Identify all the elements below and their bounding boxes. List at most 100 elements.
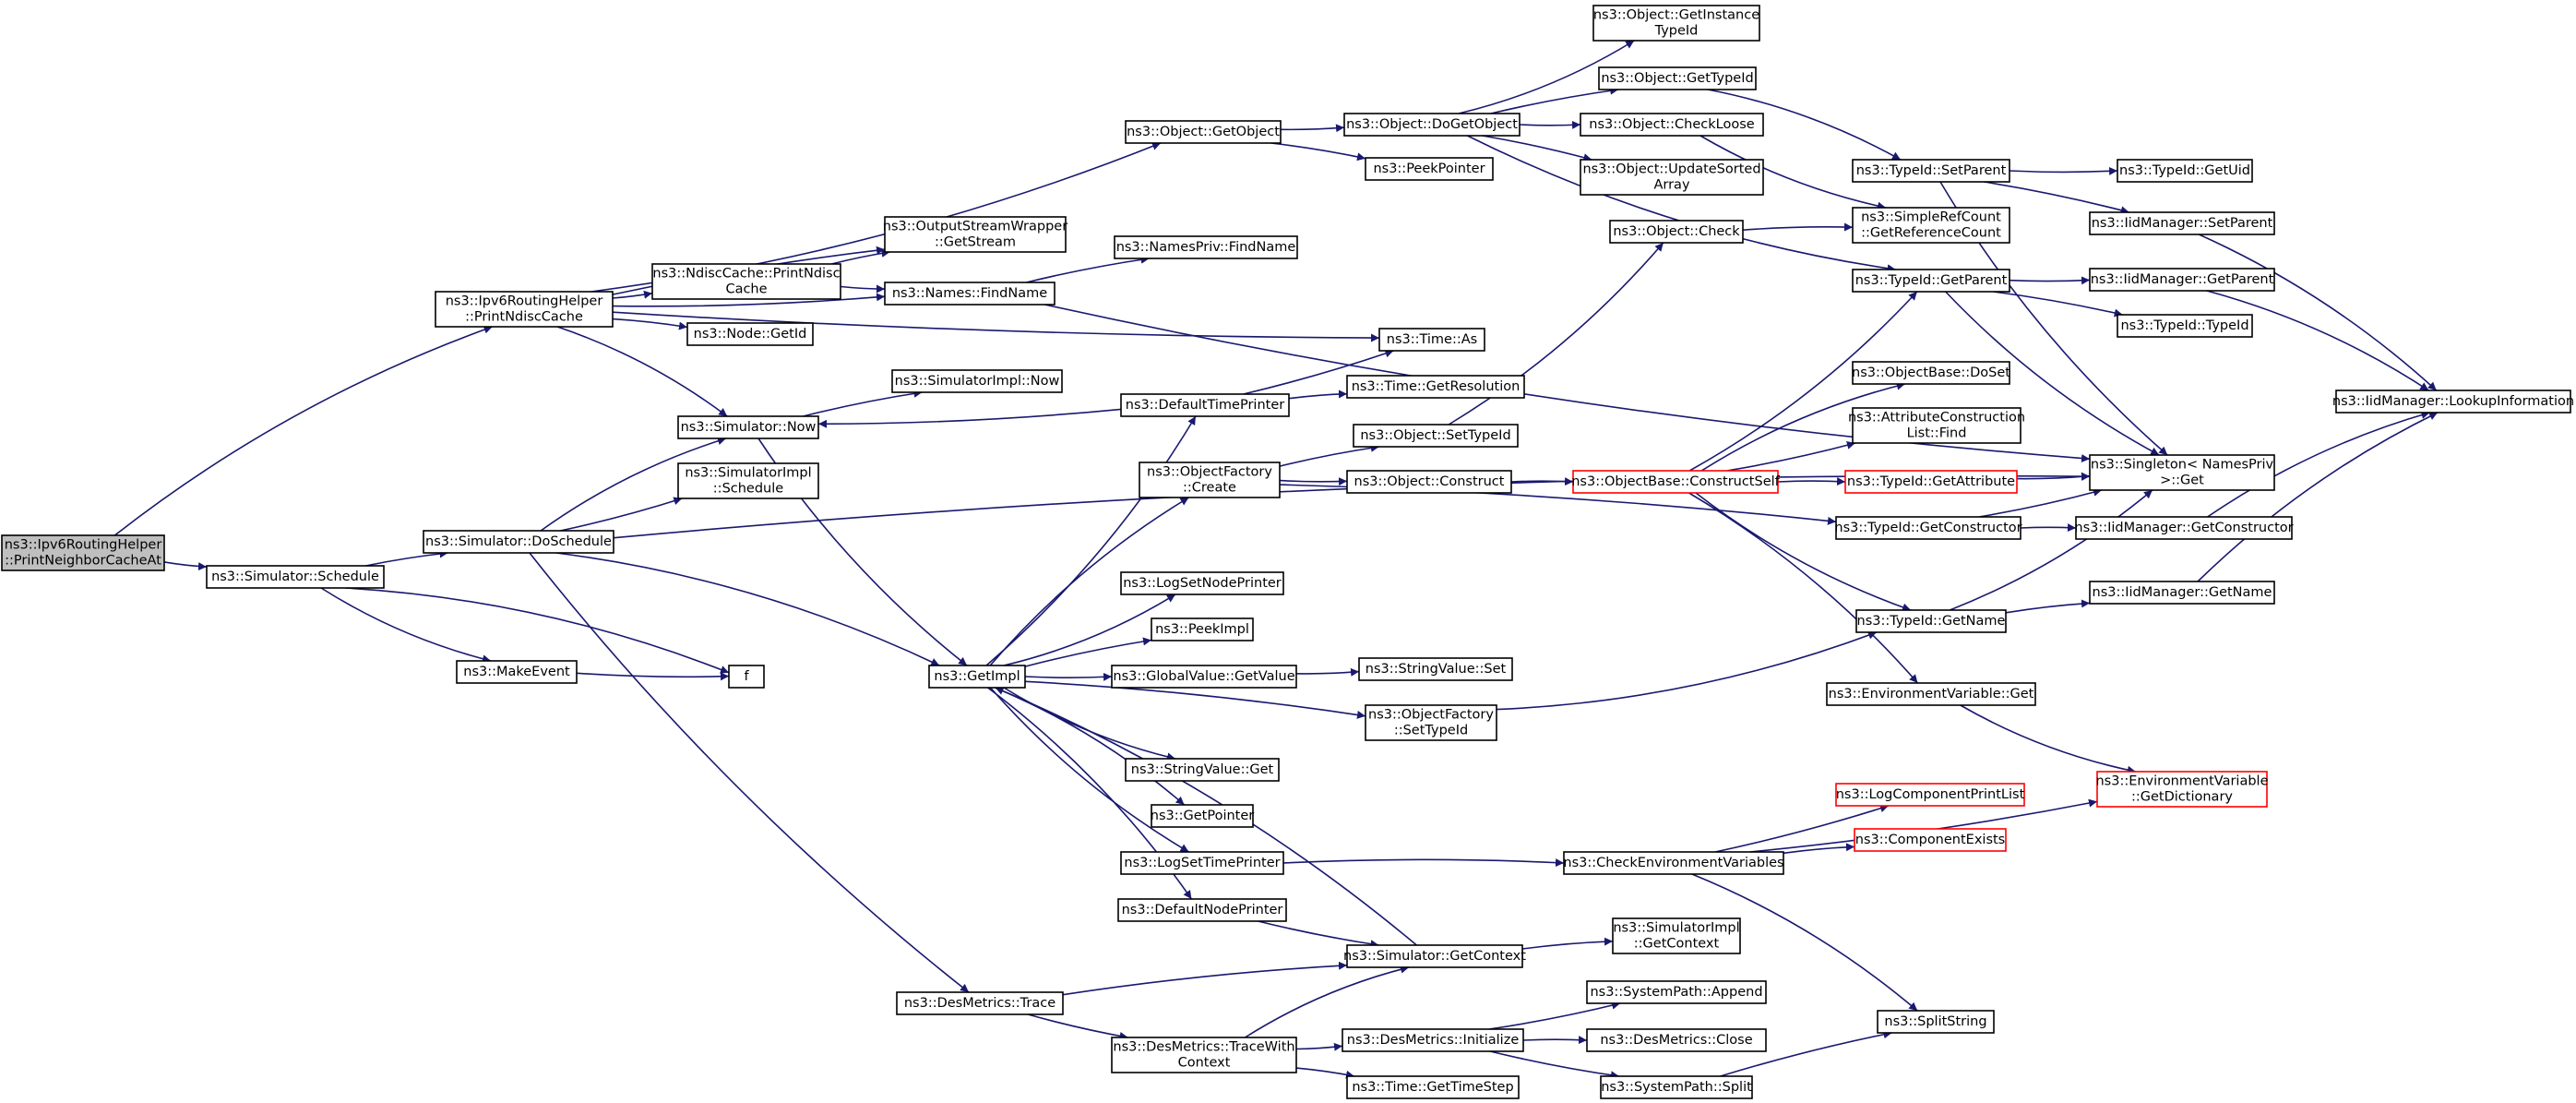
node-label: ::Create [1183, 481, 1236, 496]
node-label: ns3::TypeId::TypeId [2120, 318, 2248, 333]
node-label: ns3::DefaultNodePrinter [1122, 903, 1283, 917]
edge-getImpl-to-logSetTimePrinter [989, 687, 1189, 853]
node-simpleRefCount[interactable]: ns3::SimpleRefCount::GetReferenceCount [1852, 207, 2010, 244]
node-desMetricsClose[interactable]: ns3::DesMetrics::Close [1586, 1028, 1767, 1052]
node-box [891, 369, 1063, 393]
node-label: ns3::AttributeConstruction [1848, 411, 2025, 426]
node-peekPointer[interactable]: ns3::PeekPointer [1365, 157, 1494, 181]
node-envGetDictionary[interactable]: ns3::EnvironmentVariable::GetDictionary [2095, 771, 2269, 808]
node-getImpl[interactable]: ns3::GetImpl [928, 665, 1026, 689]
node-printNdisc[interactable]: ns3::Ipv6RoutingHelper::PrintNdiscCache [435, 291, 614, 328]
node-timeGetResolution[interactable]: ns3::Time::GetResolution [1346, 375, 1525, 399]
node-timeAs[interactable]: ns3::Time::As [1378, 328, 1485, 352]
edge-checkEnvVars-to-componentExists [1783, 843, 1855, 855]
edge-objGetObject-to-objDoGetObject [1280, 124, 1345, 133]
node-iidGetName[interactable]: ns3::IidManager::GetName [2089, 581, 2275, 605]
node-stringValueSet[interactable]: ns3::StringValue::Set [1358, 657, 1513, 681]
node-objCheckLoose[interactable]: ns3::Object::CheckLoose [1580, 113, 1764, 137]
edge-iidGetName-to-iidLookup [2197, 412, 2439, 582]
node-namesFindName[interactable]: ns3::Names::FindName [884, 282, 1055, 306]
node-objFactoryCreate[interactable]: ns3::ObjectFactory::Create [1139, 462, 1281, 498]
node-simImplNow[interactable]: ns3::SimulatorImpl::Now [891, 369, 1063, 393]
node-iidLookup[interactable]: ns3::IidManager::LookupInformation [2332, 390, 2574, 414]
node-objBaseDoSet[interactable]: ns3::ObjectBase::DoSet [1852, 361, 2010, 385]
node-root[interactable]: ns3::Ipv6RoutingHelper::PrintNeighborCac… [1, 534, 165, 571]
node-label: ns3::Object::SetTypeId [1360, 428, 1510, 443]
node-stringValueGet[interactable]: ns3::StringValue::Get [1125, 758, 1280, 782]
node-makeEvent[interactable]: ns3::MakeEvent [456, 660, 578, 684]
node-nodeGetId[interactable]: ns3::Node::GetId [686, 322, 814, 346]
node-typeIdTypeId[interactable]: ns3::TypeId::TypeId [2117, 314, 2253, 338]
node-outputGetStream[interactable]: ns3::OutputStreamWrapper::GetStream [883, 216, 1067, 253]
node-f[interactable]: f [728, 665, 765, 689]
node-iidSetParent[interactable]: ns3::IidManager::SetParent [2089, 211, 2275, 235]
node-schedule[interactable]: ns3::Simulator::Schedule [206, 565, 385, 589]
node-typeIdGetConstructor[interactable]: ns3::TypeId::GetConstructor [1834, 516, 2022, 540]
node-typeIdGetName[interactable]: ns3::TypeId::GetName [1855, 609, 2007, 633]
node-peekImpl[interactable]: ns3::PeekImpl [1151, 617, 1254, 641]
node-logSetTimePrinter[interactable]: ns3::LogSetTimePrinter [1120, 851, 1284, 875]
node-typeIdGetUid[interactable]: ns3::TypeId::GetUid [2117, 159, 2253, 183]
edge-objDoGetObject-to-objUpdateSorted [1482, 135, 1592, 162]
node-ndiscPrint[interactable]: ns3::NdiscCache::PrintNdiscCache [651, 263, 841, 300]
edge-getImpl-to-logSetNodePrinter [1003, 593, 1176, 666]
node-defaultNodePrinter[interactable]: ns3::DefaultNodePrinter [1117, 898, 1287, 922]
node-objGetTypeId[interactable]: ns3::Object::GetTypeId [1598, 66, 1757, 90]
node-typeIdSetParent[interactable]: ns3::TypeId::SetParent [1852, 159, 2010, 183]
node-objSetTypeId[interactable]: ns3::Object::SetTypeId [1353, 424, 1519, 448]
node-objCheck[interactable]: ns3::Object::Check [1609, 220, 1744, 244]
edge-ndiscPrint-to-namesFindName [840, 284, 886, 294]
node-splitString[interactable]: ns3::SplitString [1877, 1010, 1995, 1034]
edge-desMetricsTraceWith-to-simGetContext [1244, 965, 1410, 1038]
node-simNow[interactable]: ns3::Simulator::Now [677, 415, 819, 439]
node-objFactorySetTypeId[interactable]: ns3::ObjectFactory::SetTypeId [1365, 704, 1497, 741]
node-label: ns3::NamesPriv::FindName [1116, 240, 1296, 255]
node-defaultTimePrinter[interactable]: ns3::DefaultTimePrinter [1120, 393, 1290, 417]
edge-objBaseConstructSelf-to-typeIdGetAttribute [1777, 477, 1846, 486]
node-getPointer[interactable]: ns3::GetPointer [1151, 804, 1255, 828]
node-box [1586, 1028, 1767, 1052]
node-singletonGet[interactable]: ns3::Singleton< NamesPriv >::Get [2089, 454, 2275, 491]
node-objBaseConstructSelf[interactable]: ns3::ObjectBase::ConstructSelf [1571, 470, 1781, 494]
node-label: ns3::Simulator::DoSchedule [425, 534, 612, 549]
node-desMetricsInit[interactable]: ns3::DesMetrics::Initialize [1342, 1028, 1524, 1052]
node-label: ns3::Ipv6RoutingHelper [5, 538, 162, 553]
node-typeIdGetAttribute[interactable]: ns3::TypeId::GetAttribute [1844, 470, 2018, 494]
node-systemPathAppend[interactable]: ns3::SystemPath::Append [1586, 980, 1767, 1004]
node-envGet[interactable]: ns3::EnvironmentVariable::Get [1826, 682, 2036, 706]
node-label: Cache [725, 282, 767, 297]
edge-typeIdGetParent-to-iidGetParent [2009, 276, 2091, 285]
node-box [1844, 470, 2018, 494]
node-iidGetConstructor[interactable]: ns3::IidManager::GetConstructor [2074, 516, 2294, 540]
node-checkEnvVars[interactable]: ns3::CheckEnvironmentVariables [1563, 851, 1784, 875]
node-logComponentPrintList[interactable]: ns3::LogComponentPrintList [1835, 783, 2025, 807]
node-simImplGetContext[interactable]: ns3::SimulatorImpl::GetContext [1612, 917, 1741, 954]
node-namesPrivFindName[interactable]: ns3::NamesPriv::FindName [1114, 235, 1298, 259]
node-globalValueGetValue[interactable]: ns3::GlobalValue::GetValue [1111, 665, 1297, 689]
node-objDoGetObject[interactable]: ns3::Object::DoGetObject [1343, 113, 1521, 137]
node-box [1852, 269, 2010, 293]
edge-namesFindName-to-namesPrivFindName [1026, 255, 1150, 283]
node-box [1139, 462, 1281, 498]
node-iidGetParent[interactable]: ns3::IidManager::GetParent [2089, 268, 2275, 292]
node-logSetNodePrinter[interactable]: ns3::LogSetNodePrinter [1120, 571, 1284, 595]
node-label: ns3::Object::DoGetObject [1346, 117, 1518, 132]
edge-objCheck-to-simpleRefCount [1742, 222, 1854, 232]
node-simImplSchedule[interactable]: ns3::SimulatorImpl::Schedule [677, 462, 819, 499]
node-typeIdGetParent[interactable]: ns3::TypeId::GetParent [1852, 269, 2010, 293]
node-doSchedule[interactable]: ns3::Simulator::DoSchedule [423, 530, 614, 554]
node-timeGetTimeStep[interactable]: ns3::Time::GetTimeStep [1346, 1075, 1520, 1099]
node-desMetricsTrace[interactable]: ns3::DesMetrics::Trace [896, 991, 1064, 1015]
node-simGetContext[interactable]: ns3::Simulator::GetContext [1343, 944, 1526, 968]
node-componentExists[interactable]: ns3::ComponentExists [1854, 828, 2007, 852]
edge-desMetricsTraceWith-to-desMetricsInit [1295, 1042, 1343, 1051]
node-objGetObject[interactable]: ns3::Object::GetObject [1125, 120, 1282, 144]
edge-getImpl-to-stringValueGet [1003, 687, 1176, 761]
node-objConstruct[interactable]: ns3::Object::Construct [1346, 470, 1512, 494]
node-systemPathSplit[interactable]: ns3::SystemPath::Split [1600, 1075, 1753, 1099]
node-box [1343, 113, 1521, 137]
